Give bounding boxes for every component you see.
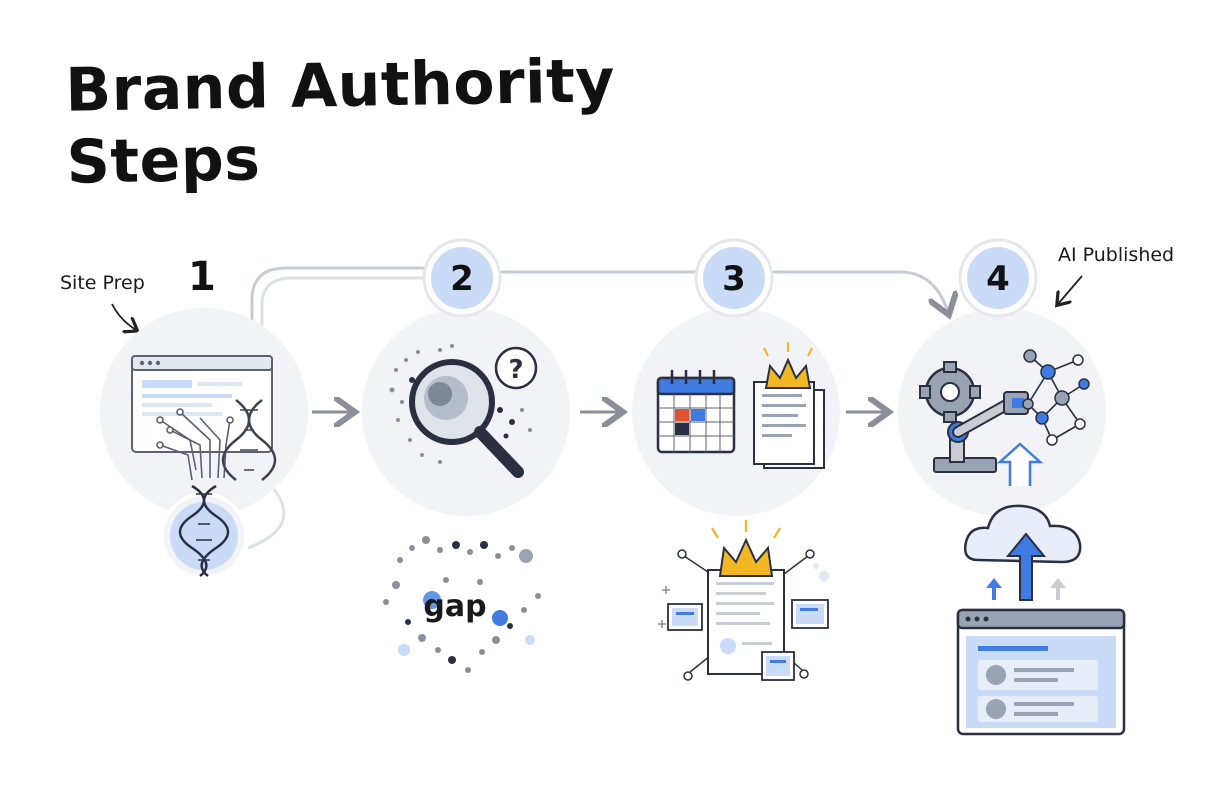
gap-cluster: gap [383,536,541,673]
callout-ai-published: AI Published [1058,244,1175,266]
browser-window-icon [131,355,273,453]
dna-badge-icon [178,484,230,577]
ai-published-arrow [1058,275,1083,304]
magnifying-glass-icon [409,359,524,478]
browser-dashboard-icon [956,608,1126,736]
step-2: 2 ? [362,238,570,673]
step-2-number: 2 [450,259,474,299]
circuit-traces-icon [156,408,234,481]
svg-text:?: ? [508,355,523,385]
cloud-upload-icon [964,504,1082,601]
gap-label: gap [423,589,486,624]
crown-icon-small [763,342,813,389]
content-bundle [658,520,829,681]
document-stack-icon [753,381,825,469]
crown-icon-large [718,537,774,577]
calendar-icon [656,370,736,454]
network-graph-icon [1022,349,1090,446]
site-prep-arrow [111,303,136,330]
side-card-right [791,599,829,629]
side-card-bottom [761,651,795,681]
side-card-left [667,603,703,631]
step-1 [100,308,308,580]
step-3-number: 3 [722,259,746,299]
callout-site-prep: Site Prep [60,272,145,294]
dna-helix-icon [221,399,277,481]
top-connector-line [247,266,948,550]
gear-icon [919,361,981,423]
data-dots-scatter [389,344,532,464]
step-4-number: 4 [986,259,1010,299]
step-3: 3 [632,238,840,681]
question-mark-icon: ? [494,346,538,390]
dna-badge [160,484,248,580]
upload-arrow-outline-icon [996,442,1044,486]
robotic-arm-icon [933,391,1029,473]
step-4: 4 [898,238,1126,736]
step-1-number: 1 [188,254,216,300]
gap-cluster-dots [383,536,541,673]
